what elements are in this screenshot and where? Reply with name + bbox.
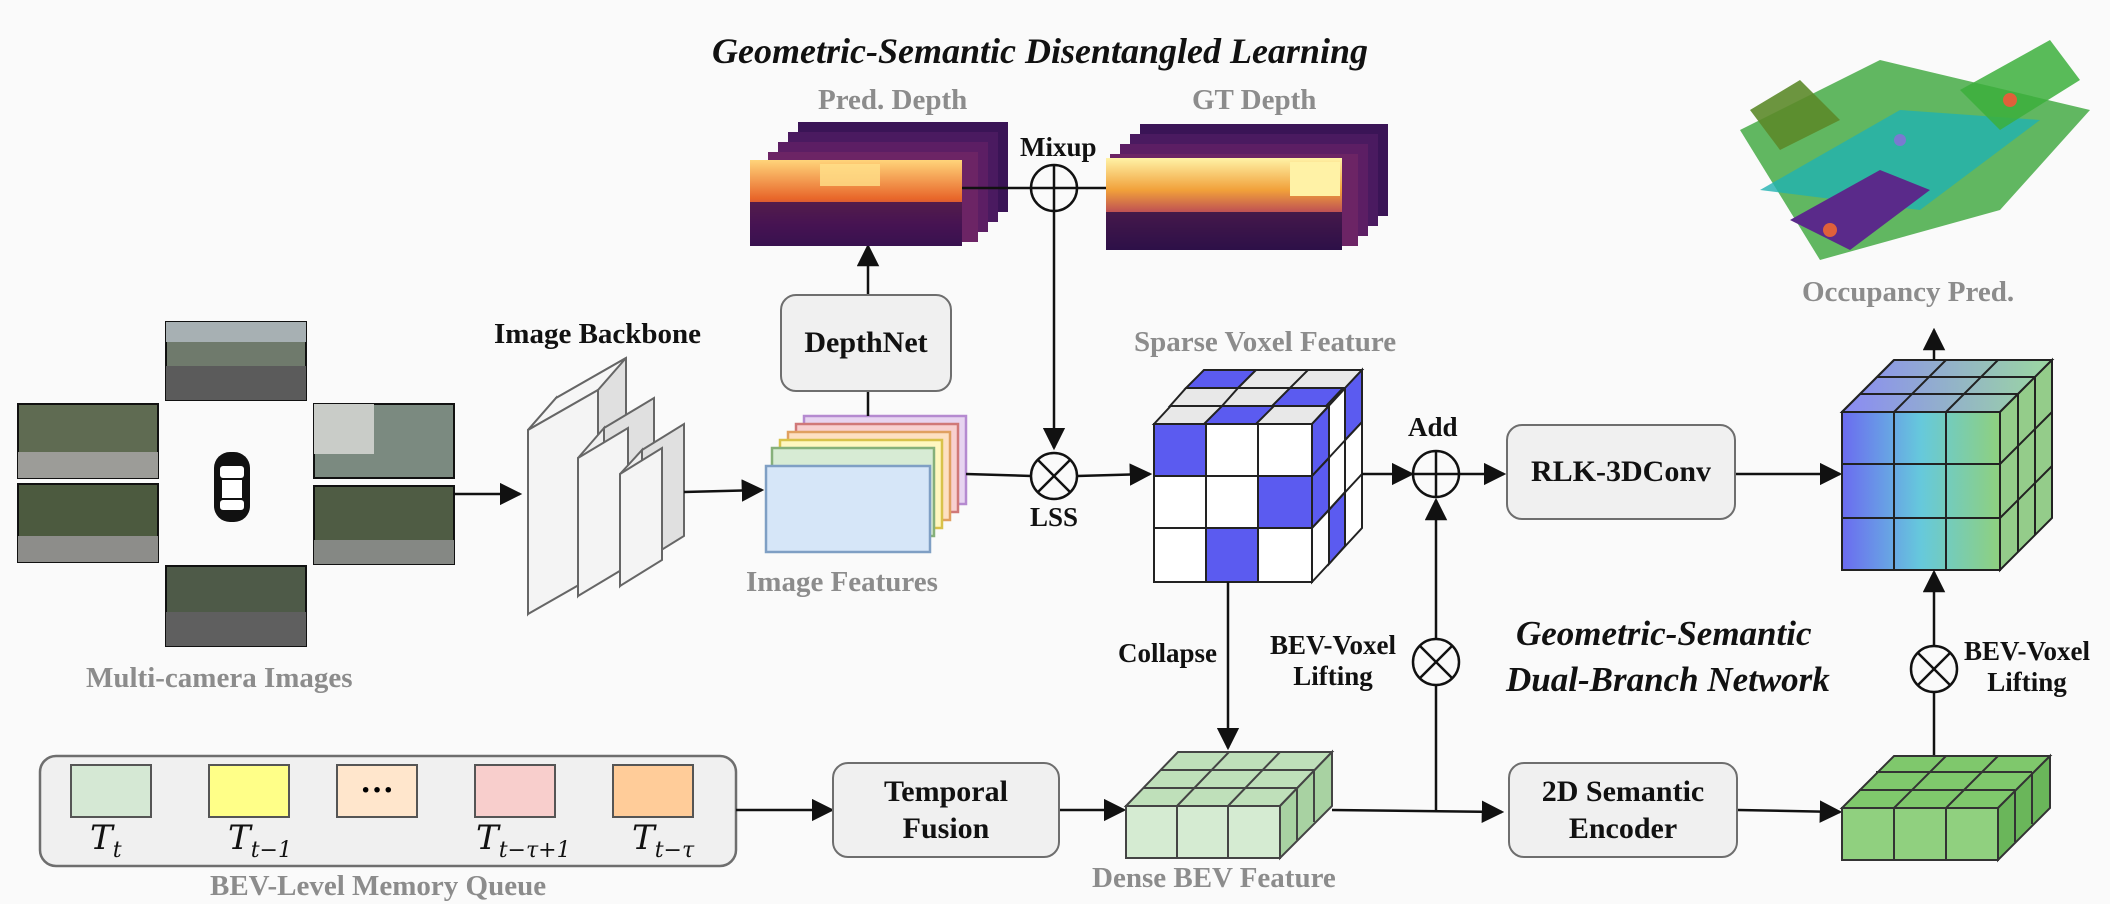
sparse-voxel-cube [1151,367,1365,585]
bev-voxel-lifting-label-1: BEV-Voxel Lifting [1270,630,1396,692]
mixup-op-icon [1029,163,1079,213]
gt-depth-maps [1106,124,1388,250]
mixup-label: Mixup [1020,132,1097,162]
dense-bev-label: Dense BEV Feature [1092,862,1336,894]
memory-queue-label-3: Tt−τ+1 [476,818,571,863]
multi-camera-label: Multi-camera Images [86,662,353,694]
image-backbone-label: Image Backbone [494,318,702,350]
lss-label: LSS [1030,502,1079,532]
add-op-icon [1411,449,1461,499]
depthnet-box: DepthNet [780,294,952,392]
gt-depth-label: GT Depth [1192,84,1317,116]
semantic-encoder-line1: 2D Semantic [1541,774,1705,808]
sparse-voxel-label: Sparse Voxel Feature [1134,326,1397,358]
memory-queue-slot-1 [208,764,290,818]
occupancy-point-cloud [1740,40,2090,260]
memory-queue-slot-4 [612,764,694,818]
memory-queue-label-1: Tt−1 [228,818,292,863]
bev-voxel-lifting-2-line1: BEV-Voxel [1964,636,2091,666]
semantic-encoder-box: 2D Semantic Encoder [1508,762,1738,858]
temporal-fusion-line1: Temporal [884,774,1008,808]
lifting-op-icon-2 [1909,644,1959,694]
multi-camera-images [17,321,455,647]
memory-queue-label: BEV-Level Memory Queue [210,870,547,902]
pred-depth-label: Pred. Depth [818,84,968,116]
memory-queue-slot-2: ··· [336,764,418,818]
dual-branch-title-line2: Dual-Branch Network [1506,660,1830,699]
bev-voxel-lifting-label-2: BEV-Voxel Lifting [1964,636,2090,698]
memory-queue-slot-0 [70,764,152,818]
rlk-3dconv-box: RLK-3DConv [1506,424,1736,520]
lifting-op-icon-1 [1411,637,1461,687]
memory-queue-label-4: Tt−τ [632,818,695,863]
dense-bev-slab [1123,749,1335,861]
collapse-label: Collapse [1118,638,1218,668]
image-features-stack [764,414,968,554]
image-backbone [527,356,685,617]
bev-voxel-lifting-1-line1: BEV-Voxel [1270,630,1397,660]
occupancy-cube [1839,357,2055,573]
pred-depth-maps [750,122,1008,246]
diagram-title-top: Geometric-Semantic Disentangled Learning [712,31,1368,71]
temporal-fusion-line2: Fusion [902,812,990,845]
occupancy-pred-label: Occupancy Pred. [1802,276,2015,308]
semantic-encoder-line2: Encoder [1568,812,1678,845]
lss-op-icon [1029,451,1079,501]
image-features-label: Image Features [746,566,938,598]
dual-branch-title-line1: Geometric-Semantic [1516,614,1812,653]
car-icon [214,452,250,522]
memory-queue-slot-3 [474,764,556,818]
bev-voxel-lifting-2-line2: Lifting [1987,667,2067,697]
temporal-fusion-box: Temporal Fusion [832,762,1060,858]
bev-voxel-lifting-1-line2: Lifting [1293,661,1373,691]
semantic-bev-slab [1839,753,2053,863]
memory-queue-label-0: Tt [90,818,122,863]
add-label: Add [1408,412,1458,442]
